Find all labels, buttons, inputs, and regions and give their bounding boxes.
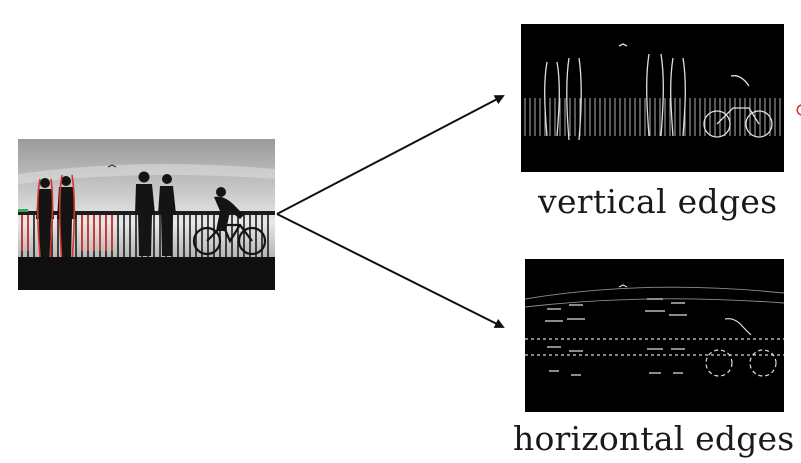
vertical-edge-map: [521, 24, 784, 172]
cropped-red-mark: [795, 104, 801, 116]
horizontal-edges-caption: horizontal edges: [513, 422, 794, 455]
horizontal-edge-map-panel: [525, 259, 784, 412]
input-photo: [18, 139, 275, 290]
vertical-edge-map-panel: [521, 24, 784, 172]
arrow-to-vertical: [277, 96, 503, 214]
arrow-to-horizontal: [277, 214, 503, 327]
input-photo-panel: [18, 139, 275, 290]
vertical-edges-caption: vertical edges: [538, 185, 777, 218]
horizontal-edge-map: [525, 259, 784, 412]
